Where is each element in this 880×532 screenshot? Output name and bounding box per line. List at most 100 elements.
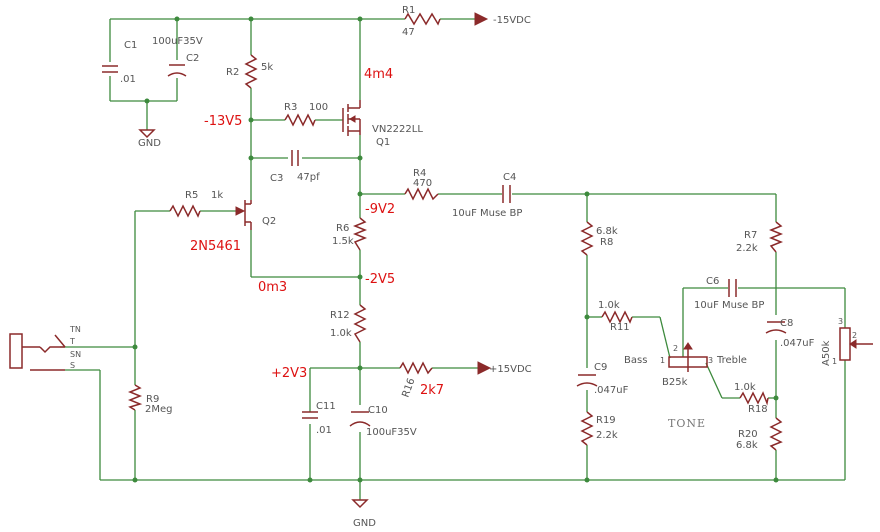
c6-value: 10uF Muse BP: [694, 300, 764, 311]
c3-ref: C3: [270, 173, 283, 184]
volume-potentiometer: 3 2 1 A50k: [821, 317, 873, 366]
jack-tn: TN: [69, 325, 81, 334]
supply-neg-label: -15VDC: [493, 15, 531, 26]
q2-ref: Q2: [262, 216, 276, 227]
c4-ref: C4: [503, 172, 516, 183]
vol-pot-pin3: 3: [838, 317, 843, 326]
r9-value: 2Meg: [145, 404, 173, 415]
r4-ref: R4: [413, 168, 426, 179]
r6-ref: R6: [336, 223, 349, 234]
resistor-r19: R19 2.2k: [580, 411, 618, 446]
annotation-gate-voltage: -13V5: [204, 114, 242, 129]
annotation-node-9v2: -9V2: [365, 202, 395, 217]
gnd-top-label: GND: [138, 138, 161, 149]
r2-value: 5k: [261, 62, 273, 73]
r2-ref: R2: [226, 67, 239, 78]
r9-ref: R9: [146, 394, 159, 405]
vol-pot-pin2: 2: [852, 331, 857, 340]
supply-neg-15v: -15VDC: [474, 12, 531, 26]
resistor-r18: 1.0k R18: [734, 382, 769, 415]
r5-value: 1k: [211, 190, 223, 201]
annotation-drain-current: 4m4: [364, 67, 393, 82]
tone-pot-treble: Treble: [716, 355, 747, 366]
jfet-q2: Q2: [235, 200, 276, 230]
r12-ref: R12: [330, 310, 350, 321]
resistor-r7: R7 2.2k: [736, 221, 784, 254]
c4-value: 10uF Muse BP: [452, 208, 522, 219]
r18-ref: R18: [748, 404, 768, 415]
junction-dots: [132, 16, 779, 483]
measurement-annotations: 4m4 -13V5 2N5461 0m3 -9V2 -2V5 +2V3 2k7: [190, 67, 444, 398]
r6-value: 1.5k: [332, 236, 354, 247]
r3-value: 100: [309, 102, 328, 113]
c9-value: .047uF: [594, 385, 629, 396]
c1-ref: C1: [124, 40, 137, 51]
capacitor-c10: C10 100uF35V: [349, 405, 417, 438]
capacitor-c4: C4 10uF Muse BP: [452, 172, 522, 219]
r8-value: 6.8k: [596, 226, 618, 237]
resistor-r3: R3 100: [284, 102, 328, 127]
c9-ref: C9: [594, 362, 607, 373]
r11-ref: R11: [610, 322, 630, 333]
q1-ref: Q1: [376, 137, 390, 148]
resistor-r6: R6 1.5k: [332, 217, 368, 251]
resistor-r5: R5 1k: [169, 190, 223, 218]
tone-pot-pin3: 3: [708, 356, 713, 365]
resistor-r9: R9 2Meg: [127, 384, 173, 415]
r16-ref: R16: [400, 377, 417, 399]
r19-ref: R19: [596, 415, 616, 426]
resistor-r1: R1 47: [402, 5, 441, 38]
r20-value: 6.8k: [736, 440, 758, 451]
r4-value: 470: [413, 178, 432, 189]
c6-ref: C6: [706, 276, 719, 287]
annotation-q2-current: 0m3: [258, 280, 287, 295]
resistor-r2: R2 5k: [226, 54, 273, 89]
annotation-q2-part: 2N5461: [190, 239, 241, 254]
r1-value: 47: [402, 27, 415, 38]
c10-ref: C10: [368, 405, 388, 416]
jack-t: T: [69, 337, 75, 346]
jack-sn: SN: [70, 350, 81, 359]
c10-value: 100uF35V: [366, 427, 417, 438]
resistor-r12: R12 1.0k: [330, 304, 367, 343]
tone-pot-pin1: 1: [660, 356, 665, 365]
resistor-r4: R4 470: [404, 168, 439, 201]
tone-potentiometer: 1 2 3 Bass Treble B25k: [624, 342, 747, 388]
r5-ref: R5: [185, 190, 198, 201]
capacitor-c3: C3 47pf: [270, 150, 320, 184]
vol-pot-pin1: 1: [832, 357, 837, 366]
r18-value: 1.0k: [734, 382, 756, 393]
r12-value: 1.0k: [330, 328, 352, 339]
capacitor-c8: C8 .047uF: [765, 318, 815, 349]
r1-ref: R1: [402, 5, 415, 16]
capacitor-c2: 100uF35V C2: [152, 36, 203, 77]
r7-value: 2.2k: [736, 243, 758, 254]
c1-value: .01: [120, 74, 136, 85]
tone-section-label: TONE: [668, 417, 706, 430]
supply-pos-label: +15VDC: [489, 364, 532, 375]
c3-value: 47pf: [297, 172, 320, 183]
capacitor-c9: C9 .047uF: [576, 362, 629, 396]
jack-s: S: [70, 361, 75, 370]
tone-pot-bass: Bass: [624, 355, 647, 366]
r7-ref: R7: [744, 230, 757, 241]
c8-value: .047uF: [780, 338, 815, 349]
c8-ref: C8: [780, 318, 793, 329]
q1-part: VN2222LL: [372, 124, 423, 135]
resistor-r11: 1.0k R11: [598, 300, 633, 333]
capacitor-c6: C6 10uF Muse BP: [694, 276, 764, 311]
tone-pot-value: B25k: [662, 377, 688, 388]
annotation-node-2v3: +2V3: [271, 366, 307, 381]
ground-symbol-bottom: GND: [351, 499, 376, 529]
annotation-node-2v5: -2V5: [365, 272, 395, 287]
wires: [60, 18, 846, 500]
r11-value: 1.0k: [598, 300, 620, 311]
c11-ref: C11: [316, 401, 336, 412]
resistor-r8: 6.8k R8: [580, 221, 618, 256]
mosfet-q1: VN2222LL Q1: [342, 100, 423, 148]
resistor-r20: R20 6.8k: [736, 417, 783, 451]
capacitor-c11: C11 .01: [302, 401, 336, 436]
r20-ref: R20: [738, 429, 758, 440]
vol-pot-value: A50k: [821, 340, 832, 366]
